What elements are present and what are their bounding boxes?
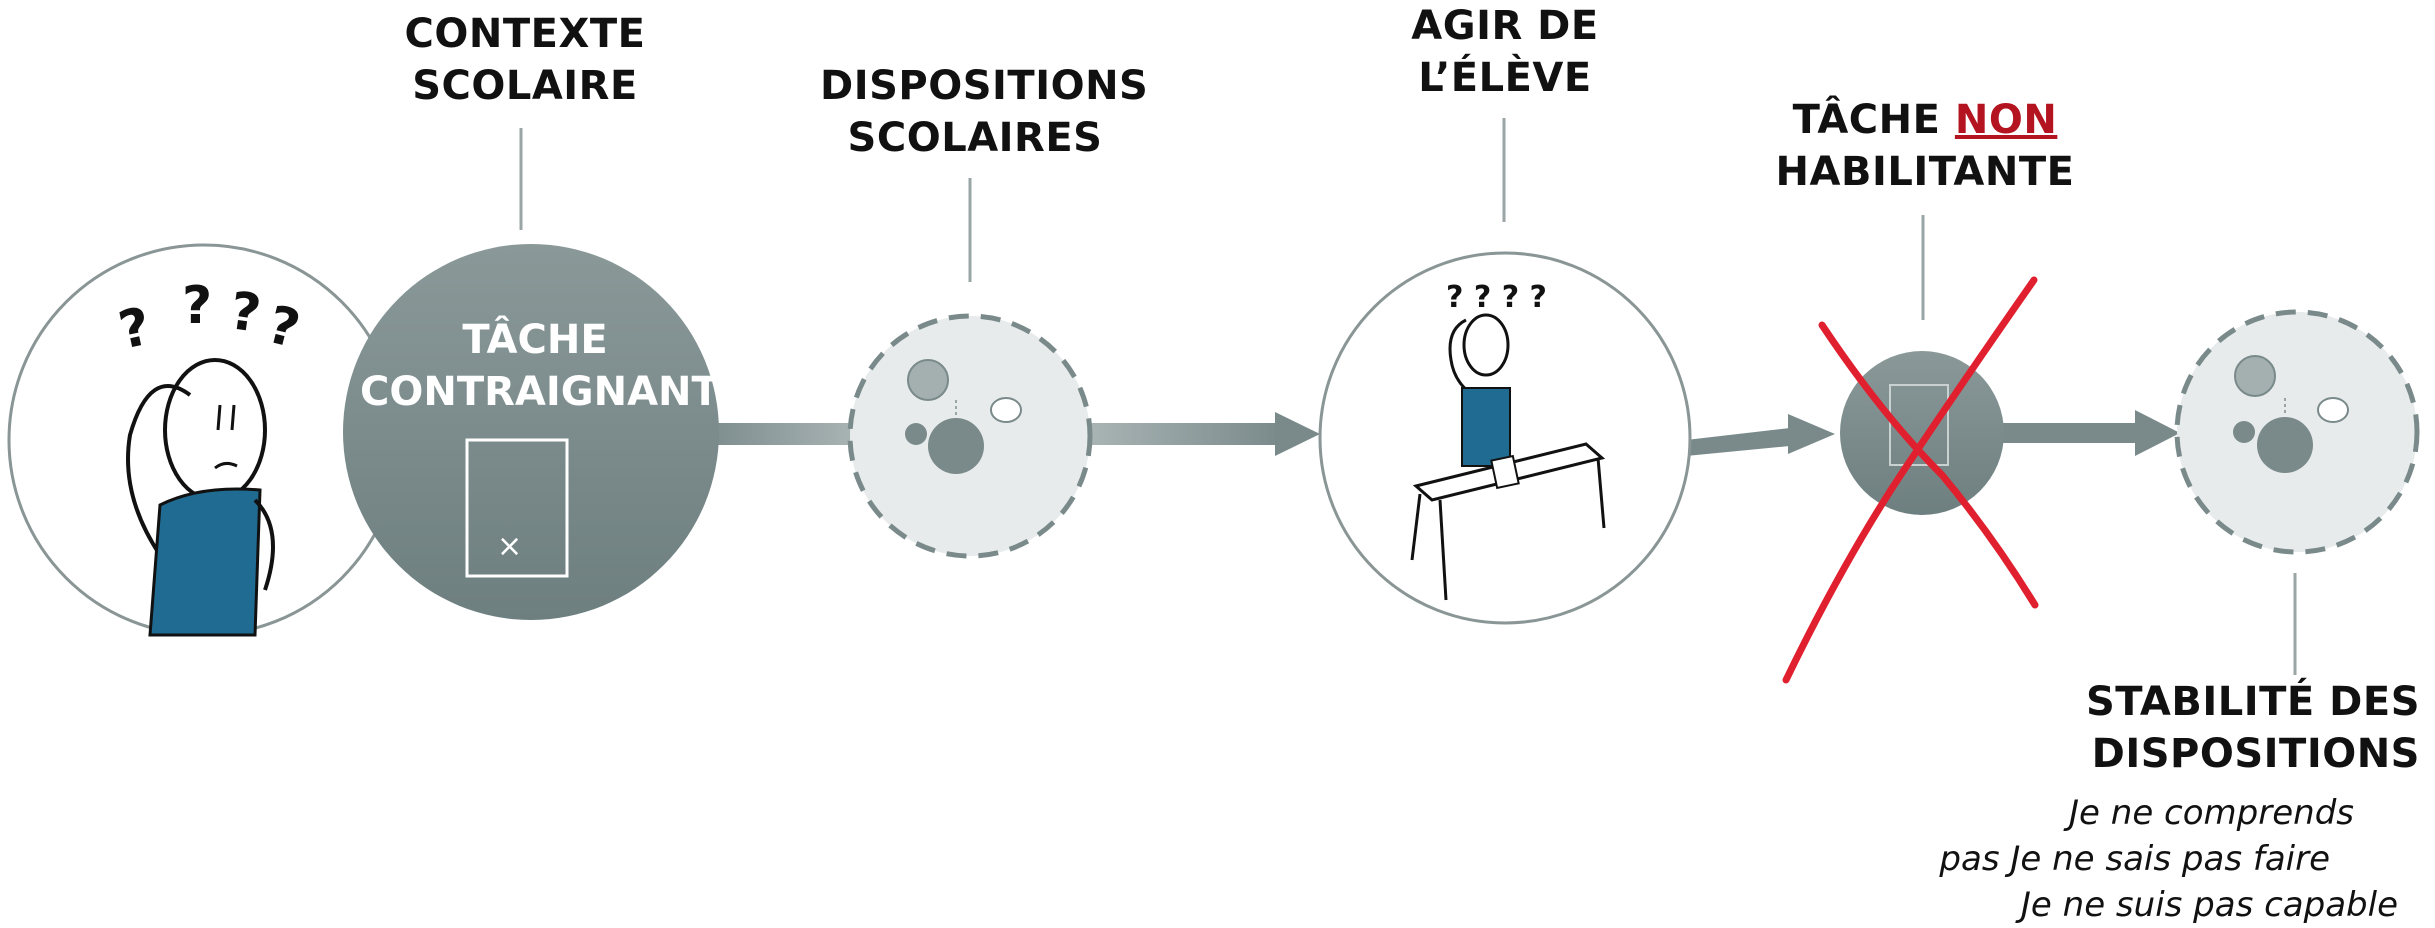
label-line: AGIR DE (1411, 3, 1599, 49)
svg-text:?: ? (182, 276, 212, 336)
label-prefix: TÂCHE (1792, 97, 1955, 143)
svg-text:? ? ? ?: ? ? ? ? (1446, 280, 1547, 315)
label-highlight-non: NON (1954, 97, 2058, 143)
arrow-3 (2000, 410, 2180, 456)
tache-contraignante-disc: × (343, 244, 719, 620)
label-line: SCOLAIRE (412, 63, 638, 109)
label-stabilite-dispositions: STABILITÉ DES DISPOSITIONS (2060, 676, 2420, 780)
label-line: DISPOSITIONS (2091, 731, 2420, 777)
label-line: STABILITÉ DES (2085, 679, 2420, 725)
red-cross-icon (1782, 276, 2039, 684)
quote-line: Je ne suis pas capable (2020, 885, 2398, 925)
quote-line: pas Je ne sais pas faire (1939, 839, 2330, 879)
dispositions-disc (847, 313, 1093, 559)
label-line: HABILITANTE (1775, 149, 2075, 195)
stabilite-disc (2174, 309, 2420, 555)
student-quote: Je ne comprends pas Je ne sais pas faire… (1900, 790, 2400, 928)
document-icon (1889, 384, 1949, 466)
label-line: DISPOSITIONS (820, 63, 1149, 109)
label-line: TÂCHE NON (1770, 94, 2080, 146)
confused-student-icon: ? ? ? ? (7, 243, 401, 637)
arrow-2 (1686, 414, 1835, 456)
label-line: CONTEXTE (404, 11, 646, 57)
label-tache-contraignante: TÂCHE CONTRAIGNANTE (360, 314, 747, 418)
label-line: TÂCHE (462, 317, 608, 363)
label-tache-non-habilitante: TÂCHE NON HABILITANTE (1770, 94, 2080, 198)
tache-non-habilitante-disc (1782, 276, 2039, 684)
quote-line: Je ne comprends (2069, 793, 2354, 833)
document-icon (465, 438, 569, 578)
label-dispositions-scolaires: DISPOSITIONS SCOLAIRES (820, 60, 1149, 164)
student-at-desk-icon: ? ? ? ? (1318, 251, 1692, 625)
svg-text:×: × (497, 529, 522, 564)
label-agir-eleve: AGIR DE L’ÉLÈVE (1380, 0, 1630, 104)
label-line: CONTRAIGNANTE (360, 369, 747, 415)
label-line: L’ÉLÈVE (1418, 55, 1592, 101)
label-contexte-scolaire: CONTEXTE SCOLAIRE (380, 8, 670, 112)
label-line: SCOLAIRES (847, 115, 1103, 161)
